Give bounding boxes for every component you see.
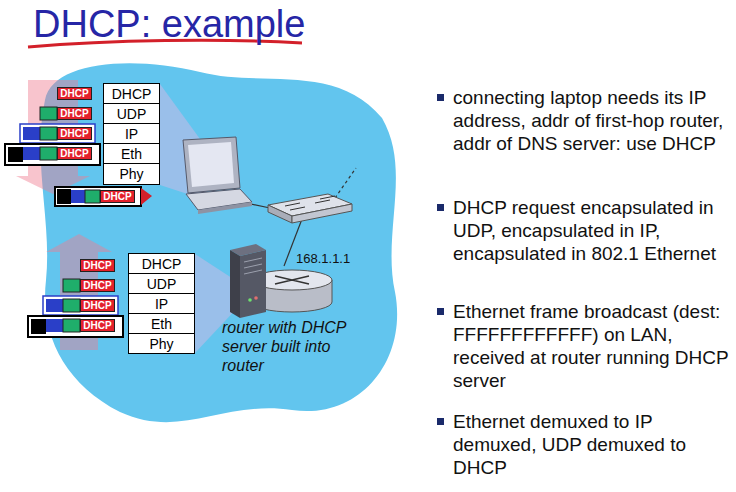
dhcp-payload: DHCP: [80, 319, 115, 332]
eth-header: [31, 319, 46, 334]
udp-header: [40, 147, 57, 160]
ip-header: [46, 319, 63, 332]
ip-packet-outline: [43, 296, 118, 315]
protocol-layer-box: DHCP: [103, 83, 160, 104]
layer-name: DHCP: [112, 86, 152, 102]
layer-name: DHCP: [103, 191, 131, 202]
layer-name: DHCP: [83, 320, 111, 331]
layer-name: DHCP: [83, 300, 111, 311]
dhcp-payload: DHCP: [80, 299, 115, 312]
protocol-layer-box: Phy: [128, 333, 195, 354]
layer-name: DHCP: [60, 88, 88, 99]
layer-name: IP: [155, 296, 168, 312]
udp-header: [63, 319, 80, 332]
layer-name: Phy: [149, 336, 173, 352]
ip-header: [23, 127, 40, 140]
bullet-text: Ethernet frame broadcast (dest: FFFFFFFF…: [453, 300, 733, 392]
ip-header: [71, 190, 85, 203]
protocol-layer-box: Eth: [103, 143, 160, 164]
dhcp-payload: DHCP: [100, 190, 135, 203]
router-caption: router with DHCP server built into route…: [222, 318, 367, 375]
switch-icon: [268, 194, 352, 223]
layer-name: DHCP: [83, 280, 111, 291]
layer-name: Eth: [151, 316, 172, 332]
laptop-icon: [183, 137, 252, 214]
eth-frame-outline: [5, 144, 100, 165]
layer-name: DHCP: [60, 108, 88, 119]
layer-name: DHCP: [60, 148, 88, 159]
layer-name: UDP: [147, 276, 177, 292]
link: [335, 168, 356, 198]
slide-title: DHCP: example: [33, 3, 305, 46]
bullet-text: connecting laptop needs its IP address, …: [453, 86, 733, 155]
layer-name: UDP: [117, 106, 147, 122]
dhcp-payload: DHCP: [57, 87, 92, 100]
bullet-square: [437, 418, 444, 425]
bullet-text: Ethernet demuxed to IP demuxed, UDP demu…: [453, 410, 733, 479]
bullet-square: [437, 94, 444, 101]
udp-header: [40, 107, 57, 120]
layer-name: DHCP: [83, 260, 111, 271]
eth-header: [57, 189, 71, 204]
protocol-layer-box: UDP: [103, 103, 160, 124]
protocol-layer-box: Eth: [128, 313, 195, 334]
layer-name: DHCP: [60, 128, 88, 139]
layer-name: Phy: [119, 166, 143, 182]
dhcp-payload: DHCP: [80, 279, 115, 292]
protocol-layer-box: DHCP: [128, 253, 195, 274]
dhcp-payload: DHCP: [57, 107, 92, 120]
layer-name: Eth: [121, 146, 142, 162]
protocol-layer-box: IP: [128, 293, 195, 314]
down-arrow: [16, 80, 90, 194]
udp-header: [63, 299, 80, 312]
bullet-square: [437, 204, 444, 211]
eth-frame-outline: [28, 316, 123, 337]
server-icon: [230, 244, 266, 318]
ip-address: 168.1.1.1: [296, 251, 350, 266]
eth-header: [8, 147, 23, 162]
dhcp-payload: DHCP: [57, 127, 92, 140]
udp-header: [63, 279, 80, 292]
ip-packet-outline: [20, 124, 95, 143]
protocol-layer-box: UDP: [128, 273, 195, 294]
layer-name: IP: [125, 126, 138, 142]
ip-header: [23, 147, 40, 160]
protocol-layer-box: IP: [103, 123, 160, 144]
dhcp-payload: DHCP: [57, 147, 92, 160]
protocol-layer-box: Phy: [103, 163, 160, 185]
bullet-square: [437, 308, 444, 315]
dhcp-payload: DHCP: [80, 259, 115, 272]
ip-header: [46, 299, 63, 312]
udp-header: [40, 127, 57, 140]
network-cloud: [41, 63, 398, 422]
udp-header: [85, 190, 100, 203]
eth-frame-outline: [55, 187, 141, 206]
bullet-text: DHCP request encapsulated in UDP, encaps…: [453, 196, 733, 265]
frame-arrowhead: [141, 188, 152, 205]
layer-name: DHCP: [142, 256, 182, 272]
